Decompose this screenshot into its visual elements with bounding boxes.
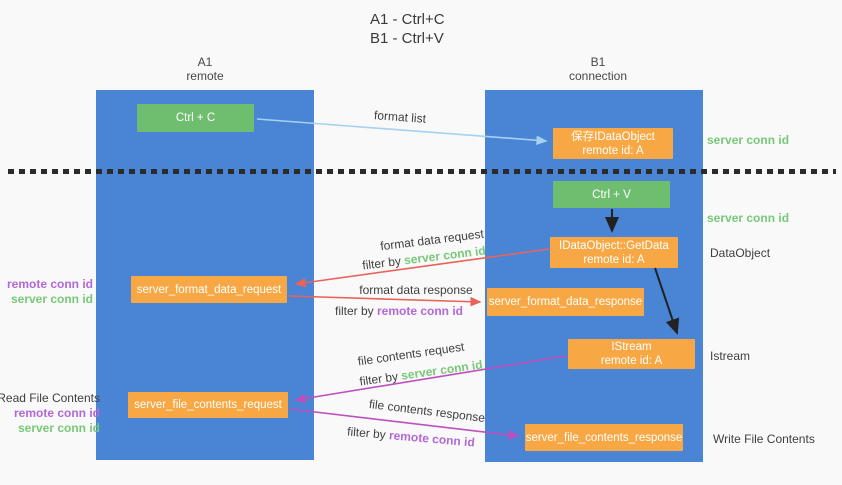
- left-server-conn-id-1: server conn id: [10, 292, 93, 306]
- title-line-2: B1 - Ctrl+V: [370, 30, 444, 47]
- ctrl-v-box: Ctrl + V: [553, 181, 670, 208]
- getdata-line2: remote id: A: [583, 253, 645, 266]
- server-format-data-request-label: server_format_data_request: [136, 283, 282, 296]
- copy-paste-separator-line: [8, 169, 836, 174]
- column-a1-title: A1: [197, 55, 213, 69]
- column-a1-subtitle: remote: [186, 69, 224, 83]
- right-dataobject-label: DataObject: [710, 246, 771, 260]
- right-istream-label: Istream: [710, 349, 751, 363]
- server-file-contents-request-label: server_file_contents_request: [134, 399, 282, 411]
- server-format-data-response-label: server_format_data_response: [488, 296, 643, 308]
- column-b1-title: B1: [590, 55, 606, 69]
- format-list-label: format list: [373, 108, 427, 126]
- ctrl-c-box: Ctrl + C: [137, 104, 254, 132]
- format-data-response-label: format data response: [359, 283, 473, 297]
- istream-line2: remote id: A: [600, 355, 663, 367]
- remote-conn-id-key: remote conn id: [388, 428, 476, 450]
- filter-by-text: filter by: [361, 253, 405, 273]
- left-conn-id-group-1: remote conn id server conn id: [7, 277, 93, 307]
- server-conn-id-key: server conn id: [400, 357, 484, 383]
- title-line-1: A1 - Ctrl+C: [370, 11, 445, 28]
- save-dataobject-box: 保存IDataObject remote id: A: [553, 128, 673, 159]
- ctrl-v-label: Ctrl + V: [592, 188, 631, 201]
- server-format-data-request-box: server_format_data_request: [131, 276, 287, 303]
- filter-by-text: filter by: [346, 424, 390, 443]
- diagram-title: A1 - Ctrl+C B1 - Ctrl+V: [370, 10, 445, 48]
- server-file-contents-request-box: server_file_contents_request: [128, 392, 288, 418]
- left-remote-conn-id-1: remote conn id: [6, 277, 93, 291]
- left-server-conn-id-2: server conn id: [17, 421, 100, 435]
- getdata-box: IDataObject::GetData remote id: A: [550, 237, 678, 268]
- server-file-contents-response-label: server_file_contents_response: [525, 431, 683, 444]
- right-server-conn-id-top: server conn id: [707, 133, 790, 147]
- left-read-file-group: Read File Contents remote conn id server…: [0, 391, 100, 436]
- right-write-file-contents-label: Write File Contents: [713, 432, 815, 446]
- filter-by-text: filter by: [334, 304, 377, 318]
- filter-by-text: filter by: [358, 368, 403, 389]
- server-format-data-response-box: server_format_data_response: [487, 288, 644, 316]
- right-server-conn-id-mid: server conn id: [707, 211, 790, 225]
- column-header-b1: B1 connection: [538, 55, 658, 83]
- column-header-a1: A1 remote: [145, 55, 265, 83]
- remote-conn-id-key: remote conn id: [377, 304, 464, 318]
- left-remote-conn-id-2: remote conn id: [13, 406, 100, 420]
- istream-line1: IStream: [611, 341, 652, 353]
- file-contents-response-filter-label: filter by remote conn id: [347, 424, 476, 449]
- left-read-file-contents-label: Read File Contents: [0, 391, 100, 405]
- ctrl-c-label: Ctrl + C: [175, 112, 216, 124]
- column-b1-subtitle: connection: [568, 69, 628, 83]
- file-contents-response-label: file contents response: [368, 396, 486, 426]
- save-dataobject-line2: remote id: A: [582, 144, 644, 157]
- save-dataobject-line1: 保存IDataObject: [571, 130, 655, 143]
- server-file-contents-response-box: server_file_contents_response: [525, 424, 683, 451]
- getdata-line1: IDataObject::GetData: [559, 239, 669, 252]
- format-data-response-filter-label: filter by remote conn id: [335, 304, 463, 318]
- istream-box: IStream remote id: A: [568, 339, 695, 369]
